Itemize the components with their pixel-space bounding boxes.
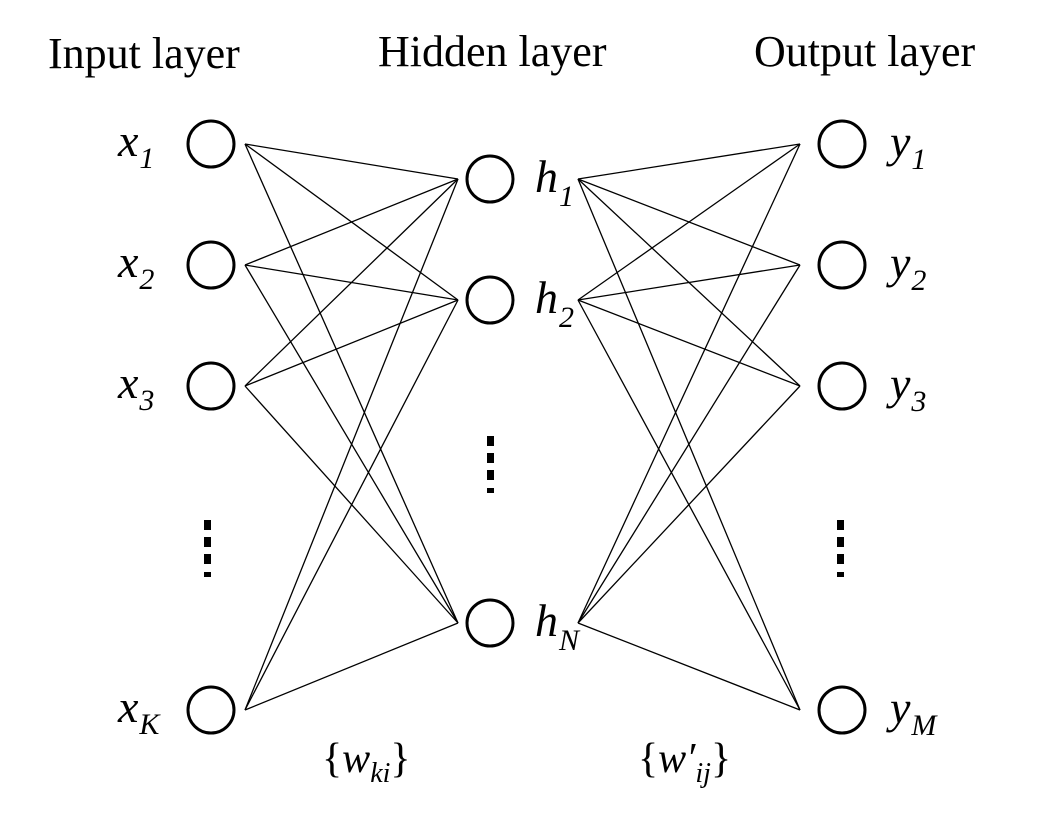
input-ellipsis — [204, 520, 211, 577]
edge-hidden-1-output-1 — [577, 264, 801, 301]
edge-input-3-hidden-2 — [244, 622, 459, 711]
svg-text:x2: x2 — [117, 236, 154, 296]
hidden-layer-title: Hidden layer — [378, 27, 607, 76]
output-node-y1: y1 — [817, 116, 926, 176]
svg-text:hN: hN — [535, 595, 581, 657]
svg-text:y2: y2 — [886, 237, 926, 297]
input-node-x1: x1 — [117, 115, 236, 175]
output-node-y2: y2 — [817, 237, 926, 297]
edge-hidden-2-output-3 — [577, 622, 801, 711]
svg-text:x3: x3 — [117, 357, 154, 417]
hidden-node-h1: h1 — [465, 151, 574, 213]
edge-input-0-hidden-0 — [244, 143, 459, 180]
weights-input-hidden-label: {wki} — [322, 736, 411, 789]
edge-hidden-2-output-0 — [577, 143, 801, 624]
svg-text:x1: x1 — [117, 115, 154, 175]
input-node-xk: xK — [117, 681, 236, 741]
hidden-node-h2: h2 — [465, 272, 574, 334]
svg-text:xK: xK — [117, 681, 161, 741]
output-node-ym: yM — [817, 682, 938, 742]
edge-hidden-2-output-2 — [577, 385, 801, 624]
edge-input-2-hidden-0 — [244, 178, 459, 387]
edge-input-2-hidden-1 — [244, 299, 459, 387]
svg-text:yM: yM — [886, 682, 938, 742]
connection-edges — [244, 143, 801, 711]
edge-hidden-2-output-1 — [577, 264, 801, 624]
hidden-node-hn: hN — [465, 595, 581, 657]
input-node-x2: x2 — [117, 236, 236, 296]
weights-hidden-output-label: {w′ij} — [638, 736, 731, 789]
output-ellipsis — [837, 520, 844, 577]
hidden-ellipsis — [487, 436, 494, 493]
input-node-x3: x3 — [117, 357, 236, 417]
svg-text:h2: h2 — [535, 272, 574, 334]
edge-hidden-0-output-0 — [577, 143, 801, 180]
edge-input-3-hidden-1 — [244, 299, 459, 711]
edge-hidden-1-output-2 — [577, 299, 801, 387]
output-node-y3: y3 — [817, 358, 926, 418]
svg-text:h1: h1 — [535, 151, 574, 213]
input-layer-title: Input layer — [48, 29, 240, 78]
edge-input-3-hidden-0 — [244, 178, 459, 711]
edge-input-0-hidden-2 — [244, 143, 459, 624]
svg-text:y1: y1 — [886, 116, 926, 176]
output-layer-title: Output layer — [754, 27, 976, 76]
svg-text:y3: y3 — [886, 358, 926, 418]
edge-hidden-1-output-0 — [577, 143, 801, 301]
edge-input-1-hidden-0 — [244, 178, 459, 266]
